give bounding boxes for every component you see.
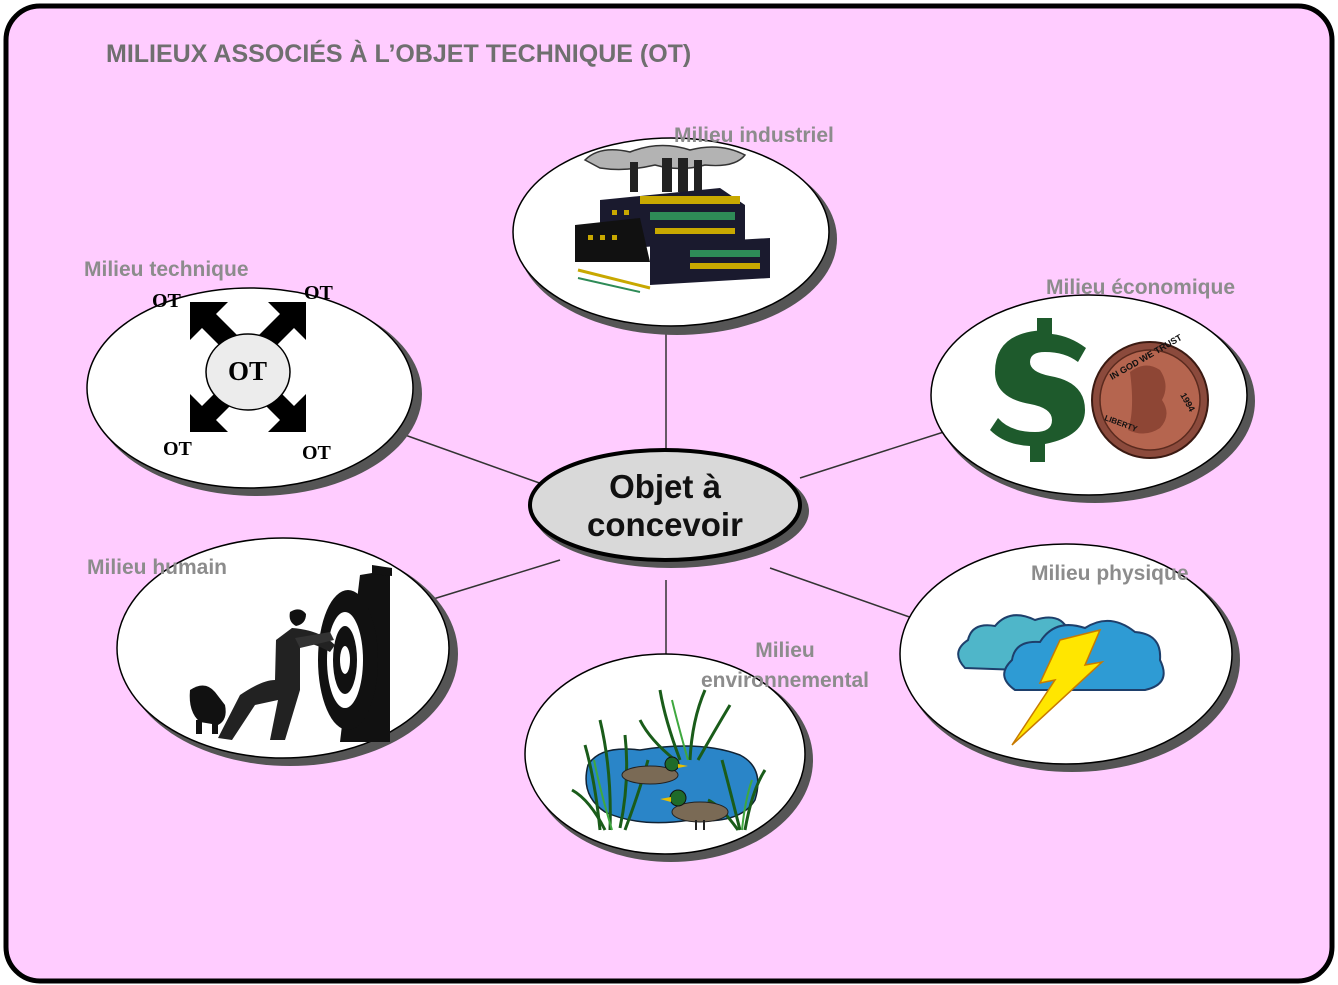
label-milieu-humain: Milieu humain: [87, 556, 228, 579]
pond-ducks-icon: [571, 689, 767, 831]
ot-label-bottom-right: OT: [302, 442, 331, 464]
line-humain: [429, 559, 561, 601]
mechanic-tire-icon: [189, 565, 392, 742]
ot-arrows-icon: [190, 302, 306, 432]
label-milieu-industriel: Milieu industriel: [674, 124, 834, 147]
label-environnemental-line2: environnemental: [700, 669, 870, 692]
factory-icon: [575, 144, 770, 293]
ot-label-top-left: OT: [152, 290, 181, 312]
line-technique: [404, 434, 546, 486]
duck-1: [621, 756, 688, 785]
ot-label-top-right: OT: [304, 282, 333, 304]
storm-cloud-icon: [957, 614, 1165, 746]
label-milieu-economique: Milieu économique: [1046, 276, 1236, 299]
duck-2: [660, 789, 729, 830]
center-node-label: Objet à concevoir: [520, 468, 810, 544]
label-milieu-physique: Milieu physique: [1031, 562, 1189, 585]
connector-lines: [404, 320, 951, 655]
label-environnemental-line1: Milieu: [755, 639, 815, 662]
ot-label-center: OT: [228, 356, 268, 386]
label-milieu-environnemental: Milieu environnemental: [680, 636, 890, 696]
label-milieu-technique: Milieu technique: [84, 258, 249, 281]
bubble-center: [528, 448, 802, 562]
center-line1: Objet à: [609, 468, 721, 505]
page-title: MILIEUX ASSOCIÉS À L’OBJET TECHNIQUE (OT…: [106, 40, 692, 68]
line-economique: [799, 429, 951, 479]
dollar-coin-icon: IN GOD WE TRUST LIBERTY 1994: [990, 318, 1209, 462]
ot-label-bottom-left: OT: [163, 438, 192, 460]
center-line2: concevoir: [587, 506, 743, 543]
line-physique: [769, 567, 919, 621]
